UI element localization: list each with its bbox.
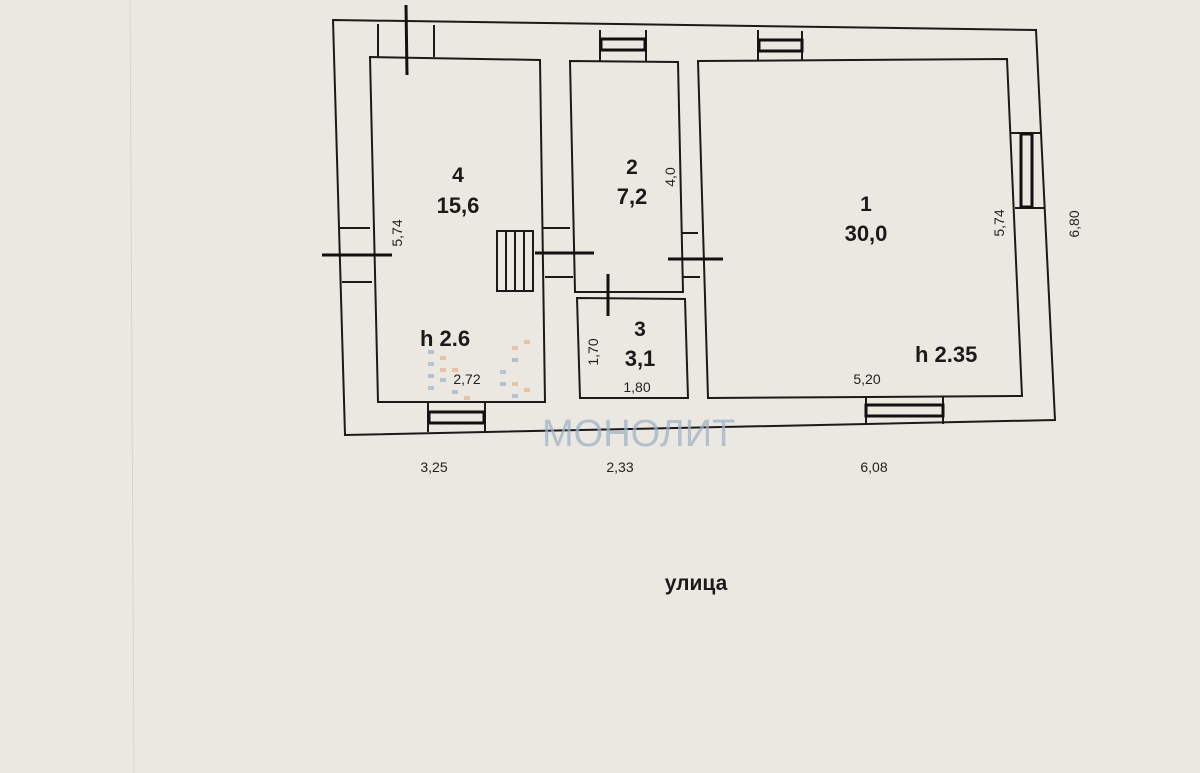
stairs-icon (496, 230, 534, 292)
room-4-width-dim: 2,72 (453, 371, 480, 387)
room-2-length-dim: 4,0 (662, 167, 678, 187)
room-4-area: 15,6 (437, 193, 480, 218)
outer-bottom-dim-2: 2,33 (606, 459, 633, 475)
window-icon (427, 410, 486, 425)
room-4-height: h 2.6 (420, 326, 470, 351)
room-3-area: 3,1 (625, 346, 656, 371)
room-4-outline (368, 55, 547, 403)
outer-right-dim: 6,80 (1066, 210, 1082, 237)
room-2-area: 7,2 (617, 184, 648, 209)
room-3-number: 3 (634, 318, 646, 341)
room-1-area: 30,0 (845, 221, 888, 246)
room-1-length-dim: 5,74 (991, 209, 1007, 236)
room-1-width-dim: 5,20 (853, 371, 880, 387)
outer-wall (331, 18, 1057, 437)
window-icon (757, 38, 804, 53)
room-1-number: 1 (860, 193, 872, 216)
room-3-width-dim: 1,80 (623, 379, 650, 395)
room-4-length-dim: 5,74 (389, 219, 405, 246)
watermark-logo: МОНОЛИТ (428, 340, 735, 455)
door-icon (404, 4, 409, 76)
room-3-length-dim: 1,70 (585, 338, 601, 365)
watermark-text: МОНОЛИТ (542, 413, 735, 455)
window-icon (1019, 132, 1034, 209)
paper-edge (129, 0, 135, 773)
outer-bottom-dim-3: 6,08 (860, 459, 887, 475)
outer-bottom-dim-1: 3,25 (420, 459, 447, 475)
windows (427, 37, 1034, 425)
room-1-height: h 2.35 (915, 342, 977, 367)
room-1-outline (696, 57, 1024, 400)
street-label: улица (665, 572, 728, 595)
room-2-outline (568, 59, 685, 293)
room-3-outline (575, 296, 690, 399)
window-icon (599, 37, 647, 52)
window-icon (864, 403, 945, 418)
room-2-number: 2 (626, 156, 638, 179)
doors (322, 4, 723, 316)
room-4-number: 4 (452, 164, 464, 187)
